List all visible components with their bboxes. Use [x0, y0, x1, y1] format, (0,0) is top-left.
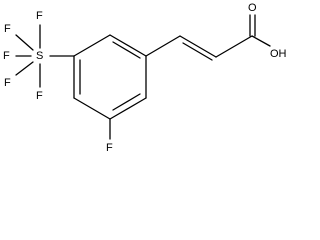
- sulfur-label: S: [36, 50, 43, 62]
- sulfur-fluorine-bond: [15, 61, 34, 76]
- vinyl-double-bond: [179, 35, 217, 58]
- ring-double-bond: [112, 41, 141, 59]
- ring-double-bond: [112, 93, 141, 111]
- hydroxyl-bond: [251, 35, 271, 47]
- hydroxyl-label: OH: [270, 48, 287, 60]
- bonds: [15, 14, 271, 140]
- structure-diagram: F F F F F S O OH F: [3, 2, 287, 154]
- ring-bond: [109, 97, 147, 120]
- ring-fluorine-label: F: [106, 142, 113, 154]
- fluorine-label: F: [3, 50, 10, 62]
- fluorine-label: F: [4, 23, 11, 35]
- vinyl-to-carboxyl-bond: [215, 35, 253, 58]
- ring-bond: [109, 34, 147, 57]
- ring-bond: [73, 97, 111, 120]
- ring-bond: [73, 34, 111, 57]
- vinyl-double-bond-inner: [182, 42, 213, 61]
- fluorine-label: F: [4, 77, 11, 89]
- sulfur-fluorine-bond: [15, 34, 34, 51]
- ring-to-vinyl-bond: [145, 35, 181, 57]
- carbonyl-oxygen-label: O: [248, 2, 257, 14]
- fluorine-label: F: [36, 90, 43, 102]
- fluorine-label: F: [36, 10, 43, 22]
- atom-labels: F F F F F S O OH F: [3, 2, 287, 154]
